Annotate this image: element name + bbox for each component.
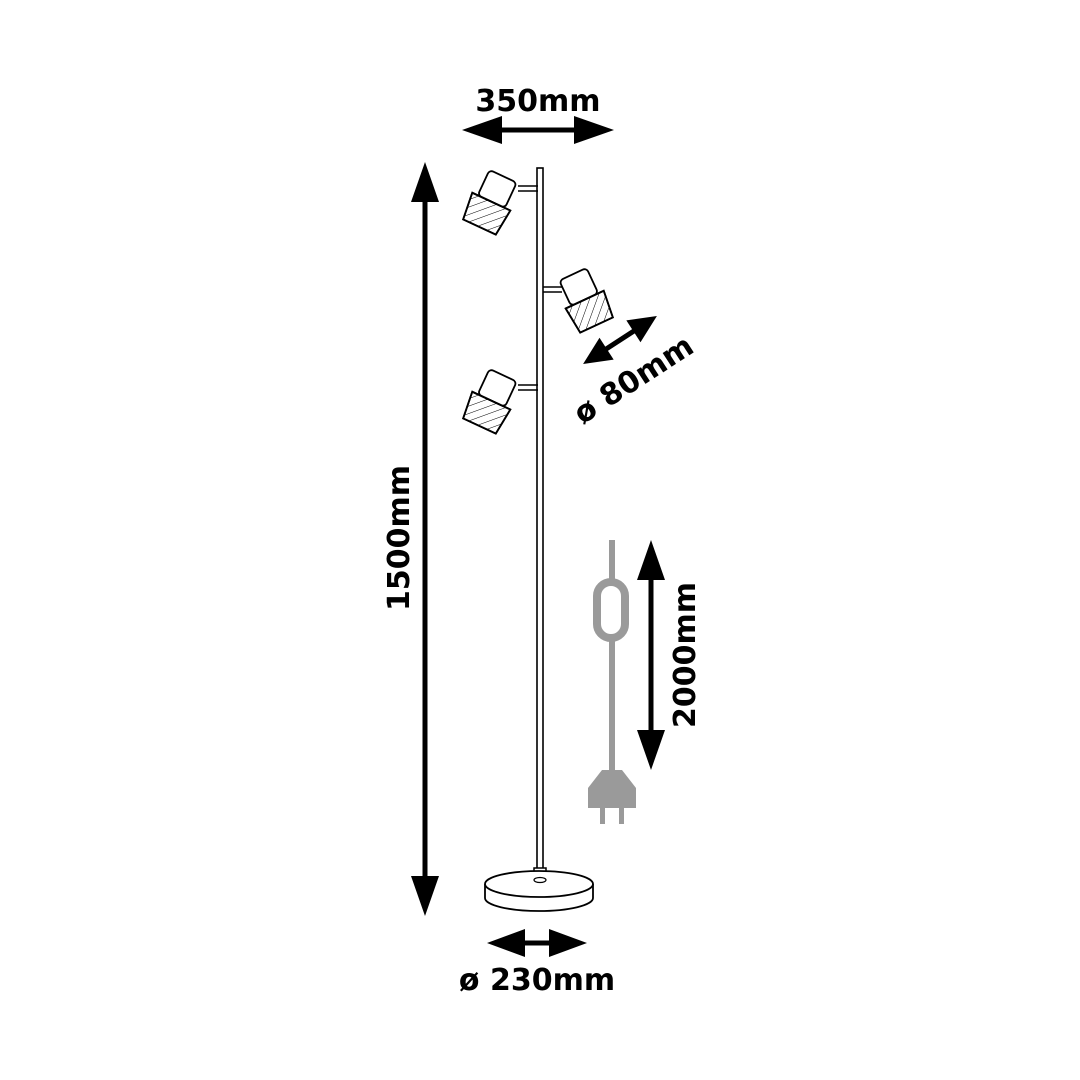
width-label: 350mm [475,84,600,119]
double-arrow-icon [487,929,587,957]
plug-icon [588,770,636,824]
switch-icon [593,578,629,642]
spotlight-icon [462,170,538,236]
width-dimension: 350mm [462,84,614,144]
cable-length-label: 2000mm [668,582,703,728]
height-label: 1500mm [382,465,417,611]
double-arrow-icon [637,540,665,770]
double-arrow-icon [583,316,657,364]
double-arrow-icon [462,116,614,144]
cable-length-dimension: 2000mm [637,540,703,770]
spotlight-icon [462,369,538,435]
lamp-base [484,867,594,912]
power-cable [588,540,636,824]
base-diameter-dimension: ø 230mm [459,929,615,998]
spotlight-icon [543,268,614,334]
shade-diameter-label: ø 80mm [568,329,701,432]
height-dimension: 1500mm [382,162,439,916]
double-arrow-icon [411,162,439,916]
base-diameter-label: ø 230mm [459,963,615,998]
lamp-pole [536,167,544,881]
